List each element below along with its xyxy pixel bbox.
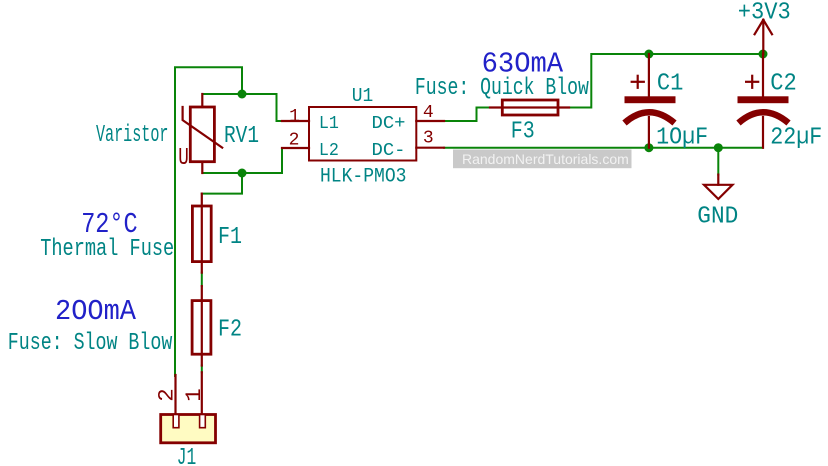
svg-text:+3V3: +3V3: [738, 0, 791, 26]
svg-text:1: 1: [289, 107, 300, 127]
svg-text:RV1: RV1: [224, 123, 259, 150]
svg-text:Fuse: Quick Blow: Fuse: Quick Blow: [415, 75, 589, 102]
svg-text:L1: L1: [319, 112, 339, 134]
svg-text:U: U: [178, 145, 189, 172]
svg-text:J1: J1: [177, 445, 197, 466]
svg-text:F1: F1: [218, 224, 242, 251]
svg-text:C1: C1: [657, 71, 684, 98]
svg-text:L2: L2: [319, 139, 339, 161]
svg-text:F2: F2: [218, 317, 242, 344]
svg-text:Thermal Fuse: Thermal Fuse: [40, 236, 174, 263]
svg-text:C2: C2: [770, 71, 797, 98]
svg-text:RandomNerdTutorials.com: RandomNerdTutorials.com: [462, 151, 629, 167]
svg-text:Varistor: Varistor: [96, 122, 169, 149]
svg-text:72°C: 72°C: [81, 208, 138, 241]
svg-text:DC+: DC+: [372, 112, 406, 134]
svg-text:U1: U1: [352, 85, 374, 107]
svg-text:2: 2: [289, 131, 300, 151]
svg-text:22µF: 22µF: [770, 125, 822, 152]
svg-text:F3: F3: [511, 119, 535, 146]
svg-text:HLK-PMO3: HLK-PMO3: [320, 165, 407, 188]
svg-text:1OµF: 1OµF: [656, 125, 708, 152]
svg-text:1: 1: [181, 388, 207, 402]
svg-text:4: 4: [423, 103, 434, 123]
svg-text:DC-: DC-: [372, 139, 406, 161]
svg-text:2OOmA: 2OOmA: [55, 295, 137, 328]
svg-text:GND: GND: [697, 204, 738, 231]
svg-text:Fuse: Slow Blow: Fuse: Slow Blow: [8, 330, 173, 357]
svg-text:63OmA: 63OmA: [482, 48, 564, 81]
svg-text:2: 2: [154, 388, 180, 402]
svg-text:3: 3: [423, 129, 434, 149]
